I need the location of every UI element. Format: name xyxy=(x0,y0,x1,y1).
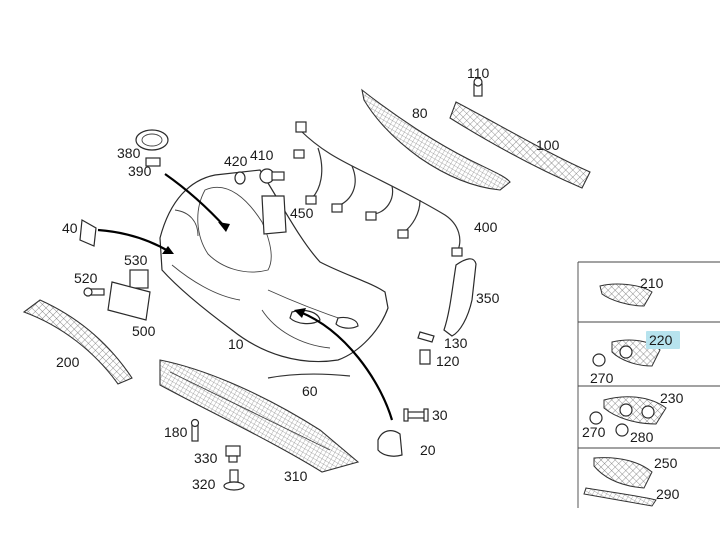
label-390: 390 xyxy=(128,163,152,179)
label-120: 120 xyxy=(436,353,460,369)
label-320: 320 xyxy=(192,476,216,492)
clip-130 xyxy=(417,331,435,343)
lower-grille-200 xyxy=(22,299,133,385)
label-10: 10 xyxy=(228,336,244,352)
label-270-a: 270 xyxy=(590,370,614,386)
impact-beam-80 xyxy=(361,88,511,191)
screw-110 xyxy=(473,77,483,97)
label-400: 400 xyxy=(474,219,498,235)
sensor-410 xyxy=(259,168,285,184)
variant-panel xyxy=(577,261,720,508)
label-100: 100 xyxy=(536,137,560,153)
grille-insert-250 xyxy=(593,457,653,489)
bracket-530-500 xyxy=(107,269,151,321)
highlight-box-220 xyxy=(646,331,680,349)
clip-320 xyxy=(223,469,245,491)
label-30: 30 xyxy=(432,407,448,423)
label-530: 530 xyxy=(124,252,148,268)
label-210: 210 xyxy=(640,275,664,291)
label-60: 60 xyxy=(302,383,318,399)
pointer-arrow-390 xyxy=(164,173,227,229)
label-410: 410 xyxy=(250,147,274,163)
label-280: 280 xyxy=(630,429,654,445)
ring-420 xyxy=(234,171,246,185)
pointer-arrow-20 xyxy=(299,310,394,421)
absorber-100 xyxy=(449,101,591,189)
label-200: 200 xyxy=(56,354,80,370)
grille-insert-210 xyxy=(599,283,653,307)
label-230: 230 xyxy=(660,390,684,406)
tow-cover-20 xyxy=(377,430,403,457)
clip-330 xyxy=(225,445,241,463)
emblem-380 xyxy=(135,129,169,151)
label-40: 40 xyxy=(62,220,78,236)
label-20: 20 xyxy=(420,442,436,458)
label-420: 420 xyxy=(224,153,248,169)
part-40 xyxy=(79,219,97,247)
label-330: 330 xyxy=(194,450,218,466)
label-290: 290 xyxy=(656,486,680,502)
underbody-panel-310 xyxy=(159,359,360,473)
label-250: 250 xyxy=(654,455,678,471)
grille-insert-230 xyxy=(603,396,667,425)
label-270-b: 270 xyxy=(582,424,606,440)
label-220: 220 xyxy=(649,332,673,348)
clip-180 xyxy=(190,418,200,442)
label-110: 110 xyxy=(467,65,490,81)
label-500: 500 xyxy=(132,323,156,339)
label-180: 180 xyxy=(164,424,188,440)
label-380: 380 xyxy=(117,145,141,161)
trim-290 xyxy=(583,487,657,507)
clip-30 xyxy=(403,408,429,422)
label-520: 520 xyxy=(74,270,98,286)
label-450: 450 xyxy=(290,205,314,221)
mount-390 xyxy=(145,157,161,167)
label-80: 80 xyxy=(412,105,428,121)
label-310: 310 xyxy=(284,468,308,484)
clip-120 xyxy=(419,349,431,365)
sensor-bracket-450 xyxy=(261,195,287,235)
screw-520 xyxy=(83,287,105,297)
label-350: 350 xyxy=(476,290,500,306)
wiring-harness-400 xyxy=(293,121,463,257)
trim-strip-60 xyxy=(267,373,351,379)
pointer-arrow-40 xyxy=(97,228,171,253)
label-130: 130 xyxy=(444,335,468,351)
side-bracket-350 xyxy=(443,258,477,337)
